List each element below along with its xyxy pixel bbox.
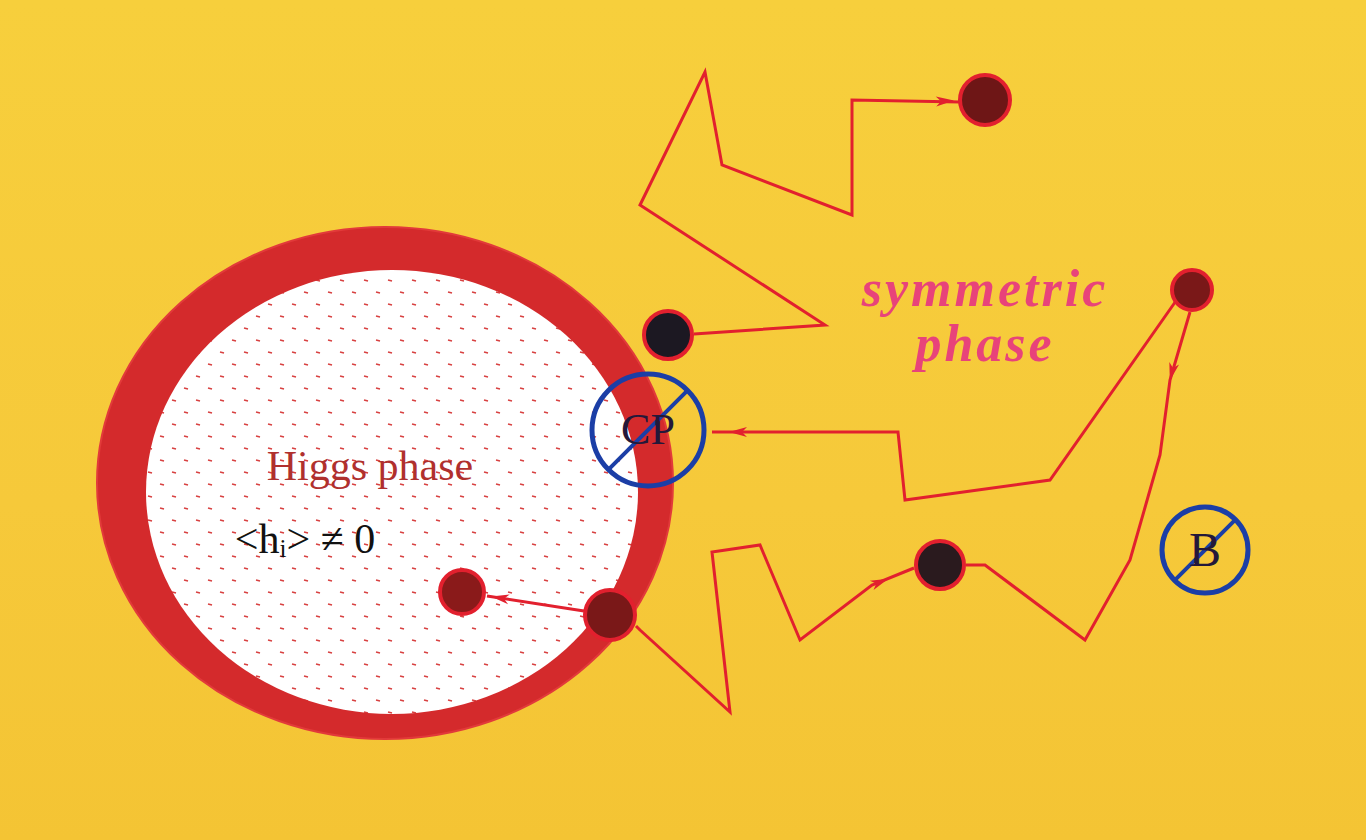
phase-name: Higgs phase — [267, 443, 473, 489]
region-label: symmetric phase — [835, 262, 1135, 371]
arrow-head — [936, 96, 954, 107]
crossing-circle — [592, 374, 704, 486]
crossing-slash — [1175, 520, 1236, 581]
crossing-slash — [608, 390, 687, 469]
region-label-box: symmetric phase — [835, 262, 1135, 371]
arrow-head — [870, 574, 890, 590]
crossing-circle — [1162, 507, 1248, 593]
bubble-interior — [146, 270, 638, 714]
particle-dot — [1172, 270, 1212, 310]
particle-dot — [960, 75, 1010, 125]
symmetry-symbol: CP — [621, 406, 675, 454]
arrow-head — [1165, 362, 1179, 382]
particle-dot — [644, 311, 692, 359]
arrow-head — [490, 592, 509, 605]
crossed-symbol: CP — [590, 372, 706, 488]
particle-dot — [585, 590, 635, 640]
particle-dot — [916, 541, 964, 589]
symmetry-symbol: B — [1189, 524, 1221, 577]
particle-dot — [440, 570, 484, 614]
arrow-head — [729, 427, 747, 437]
crossed-symbol: B — [1160, 505, 1250, 595]
particle-path — [636, 545, 914, 712]
higgs-bubble: Higgs phase <hᵢ> ≠ 0 — [97, 227, 673, 739]
vev-formula: <hᵢ> ≠ 0 — [235, 516, 375, 562]
bubble-wall — [97, 227, 673, 739]
